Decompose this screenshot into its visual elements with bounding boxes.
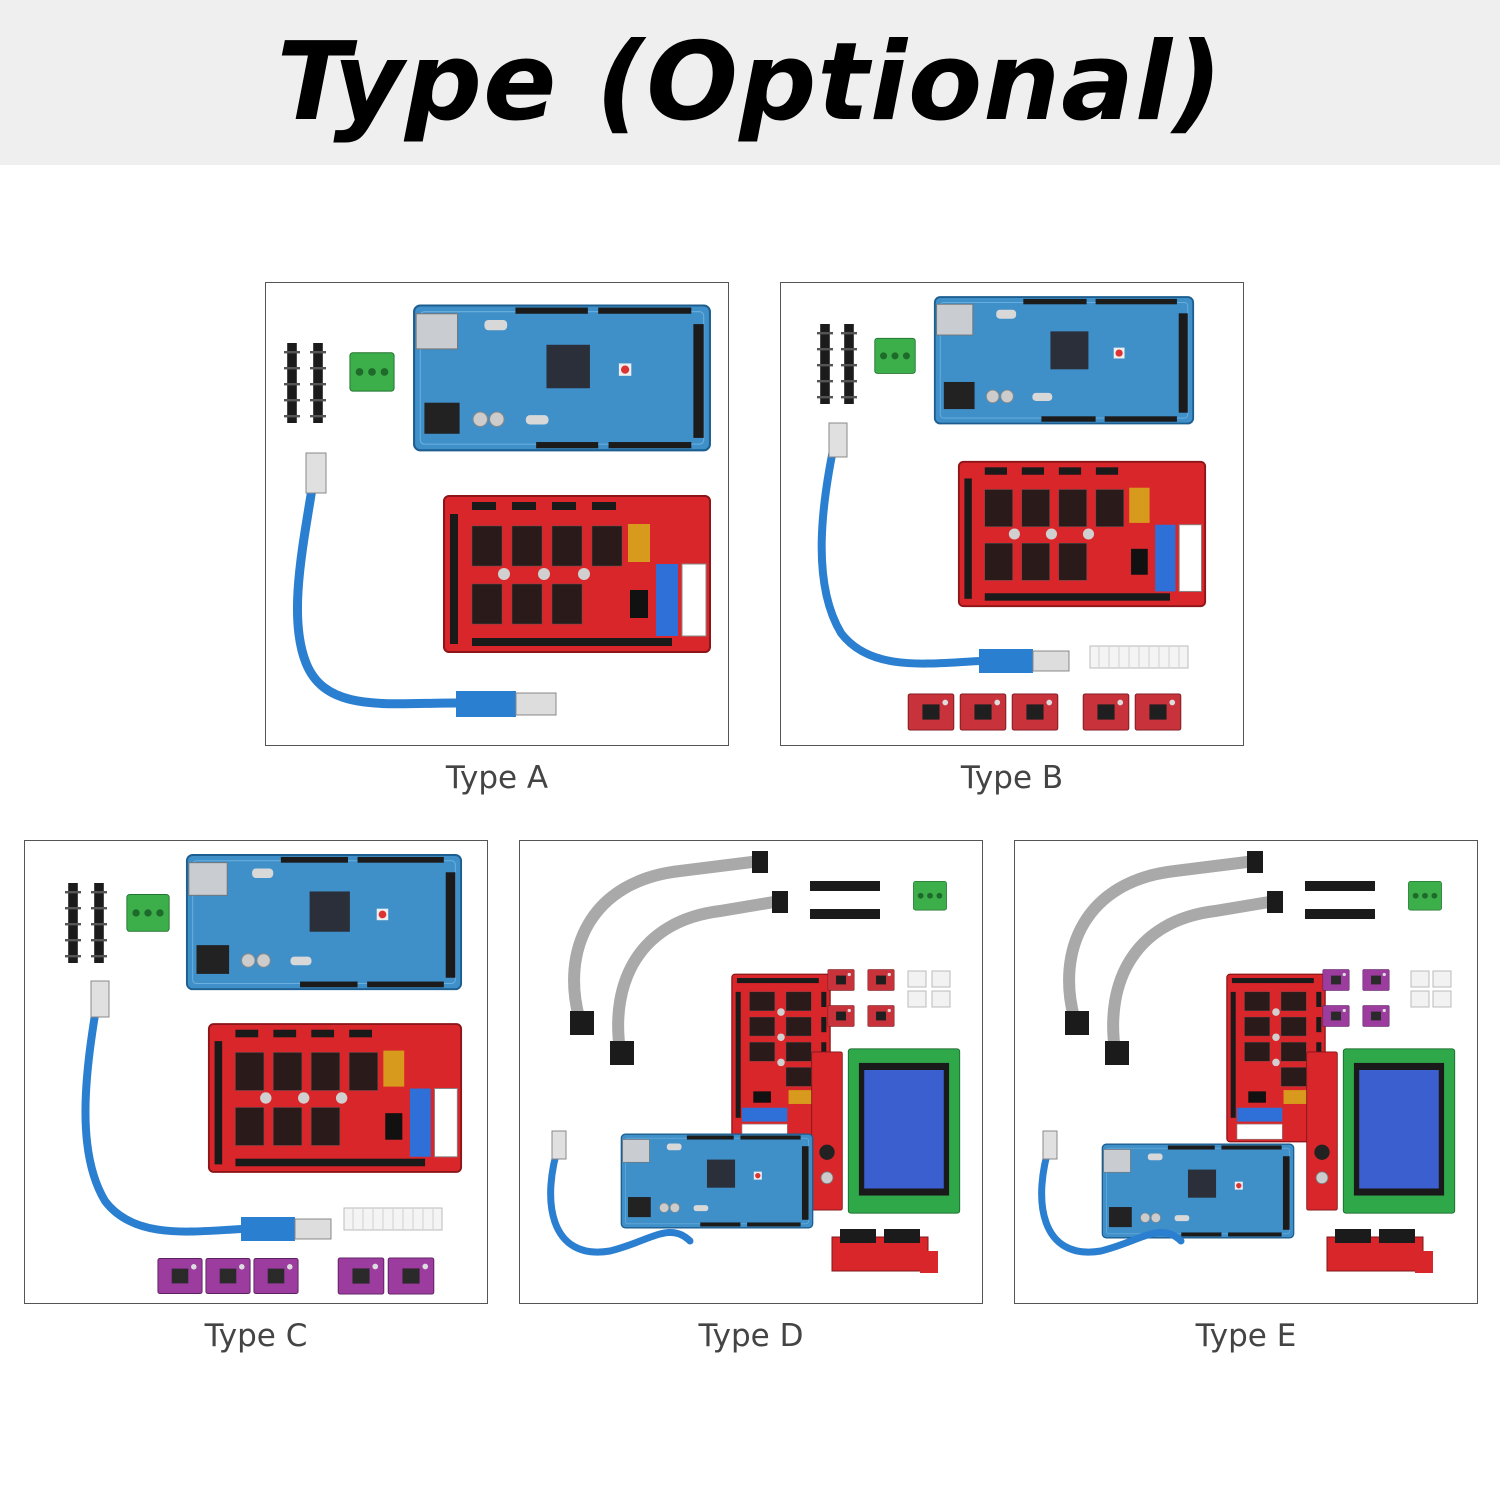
option-card-type-d[interactable] xyxy=(519,840,983,1304)
option-label-type-b: Type B xyxy=(960,760,1064,796)
product-image-type-d xyxy=(547,851,961,1274)
option-card-type-b[interactable] xyxy=(780,282,1244,746)
page-title: Type (Optional) xyxy=(276,20,1224,145)
option-label-type-e: Type E xyxy=(1195,1318,1297,1354)
option-card-type-e[interactable] xyxy=(1014,840,1478,1304)
title-banner: Type (Optional) xyxy=(0,0,1500,165)
option-label-type-c: Type C xyxy=(204,1318,308,1354)
option-card-type-a[interactable] xyxy=(265,282,729,746)
option-card-type-c[interactable] xyxy=(24,840,488,1304)
product-image-type-b xyxy=(817,296,1207,731)
option-label-type-d: Type D xyxy=(698,1318,804,1354)
product-image-type-c xyxy=(65,854,463,1295)
option-label-type-a: Type A xyxy=(445,760,549,796)
product-image-type-a xyxy=(284,304,712,717)
product-image-type-e xyxy=(1038,851,1456,1274)
